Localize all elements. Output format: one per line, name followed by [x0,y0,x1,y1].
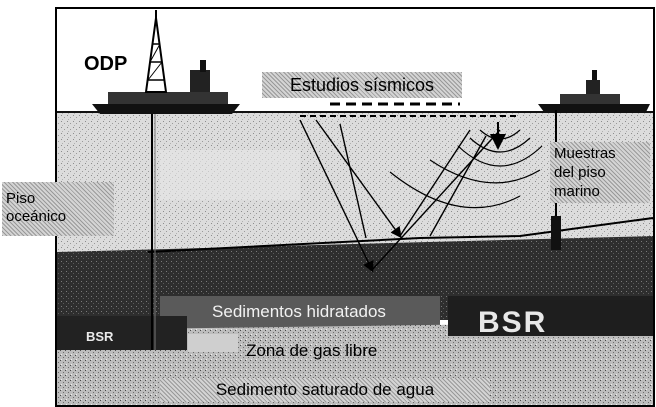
ocean-floor-line2: oceánico [6,208,67,225]
sea-floor-line [147,217,654,253]
ocean-floor-label: Piso oceánico [2,182,114,236]
odp-label: ODP [84,53,128,75]
water-light-patch [160,150,300,200]
hydrate-band [160,296,440,330]
ocean-floor-line1: Piso [6,190,36,207]
seismic-rays [299,119,501,273]
seismic-studies-label: Estudios sísmicos [262,72,462,98]
free-gas-zone-label: Zona de gas libre [246,341,378,360]
sampler [551,216,561,250]
drilling-ship [92,10,240,114]
samples-line2: del piso [554,164,606,181]
hydrate-sediments-label: Sedimentos hidratados [212,302,386,321]
bsr-label-left: BSR [86,329,114,344]
water-saturated-sediment-label: Sedimento saturado de agua [160,378,490,402]
bsr-label-right: BSR [478,306,548,339]
seafloor-samples-label: Muestras del piso marino [550,142,650,203]
samples-line3: marino [554,183,600,200]
survey-ship [538,70,650,112]
bsr-dark-right [448,296,653,336]
samples-line1: Muestras [554,145,616,162]
bsr-dark-left [57,316,187,350]
